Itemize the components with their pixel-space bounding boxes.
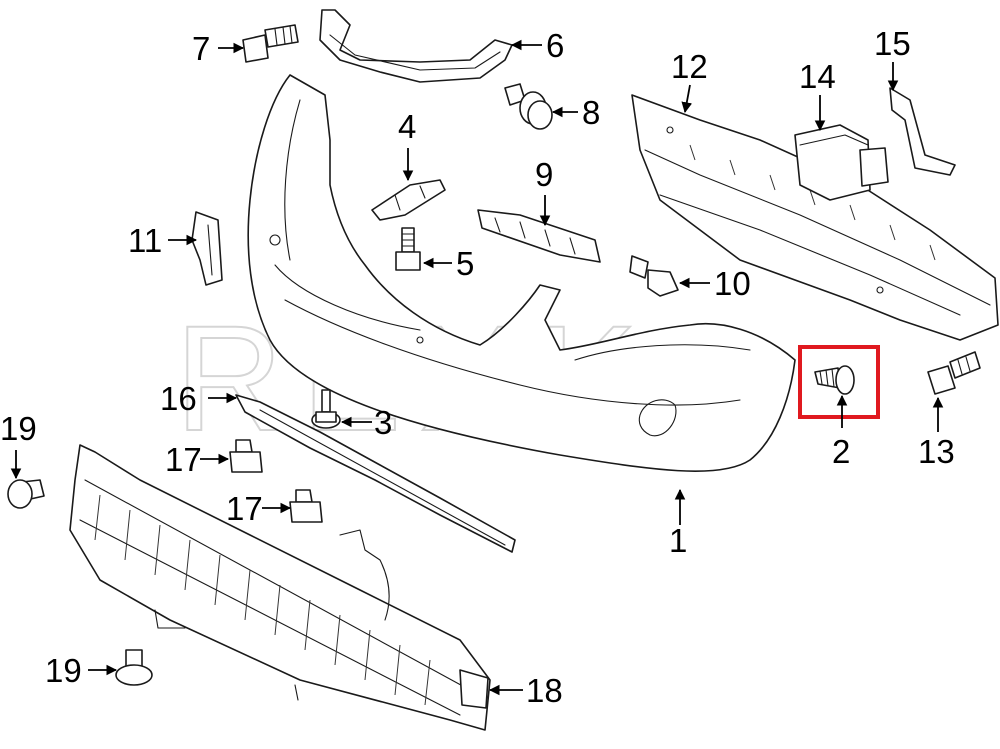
callout-16: 16 xyxy=(160,380,197,417)
callout-1: 1 xyxy=(669,522,687,559)
bolt-part-7 xyxy=(242,24,299,63)
bracket-part-4 xyxy=(371,179,446,221)
bolt-part-3 xyxy=(311,389,341,429)
bolt-part-13 xyxy=(927,351,981,395)
bolt-part-19a xyxy=(7,479,45,509)
leader-12 xyxy=(681,84,693,114)
callout-7: 7 xyxy=(192,30,210,67)
highlight-box xyxy=(798,345,880,419)
upper-bracket-part-6 xyxy=(319,9,513,83)
callout-17b: 17 xyxy=(226,490,263,527)
leader-lines xyxy=(10,39,944,696)
reinforcement-beam-part-12 xyxy=(631,94,999,341)
callout-14: 14 xyxy=(799,58,836,95)
grille-part-18 xyxy=(69,444,491,731)
callout-19b: 19 xyxy=(45,652,82,689)
bracket-part-15 xyxy=(889,87,956,176)
bolt-part-10 xyxy=(629,255,679,297)
callout-8: 8 xyxy=(582,94,600,131)
trim-strip-part-16 xyxy=(235,394,516,553)
strip-part-9 xyxy=(477,209,601,263)
nut-part-17b xyxy=(289,489,323,523)
bumper-cover-part xyxy=(247,74,796,472)
callout-12: 12 xyxy=(671,48,708,85)
callout-2: 2 xyxy=(832,433,850,470)
callout-4: 4 xyxy=(398,108,416,145)
callout-13: 13 xyxy=(918,433,955,470)
callout-5: 5 xyxy=(456,245,474,282)
clip-part-8 xyxy=(504,83,553,130)
bolt-part-19b xyxy=(115,649,153,686)
callout-6: 6 xyxy=(546,27,564,64)
callout-18: 18 xyxy=(526,672,563,709)
callout-15: 15 xyxy=(874,25,911,62)
screw-part-2 xyxy=(814,365,855,395)
callout-11: 11 xyxy=(128,222,162,259)
callout-17a: 17 xyxy=(165,441,202,478)
bolt-part-5 xyxy=(395,227,421,271)
bracket-part-11 xyxy=(191,211,223,286)
callout-9: 9 xyxy=(535,156,553,193)
callout-3: 3 xyxy=(374,404,392,441)
callout-labels: 1 2 3 4 5 6 7 8 9 10 11 12 13 14 15 16 1… xyxy=(0,25,955,709)
sensor-part-14 xyxy=(794,124,889,201)
callout-19a: 19 xyxy=(0,410,37,447)
nut-part-17a xyxy=(229,439,263,473)
callout-10: 10 xyxy=(714,265,751,302)
